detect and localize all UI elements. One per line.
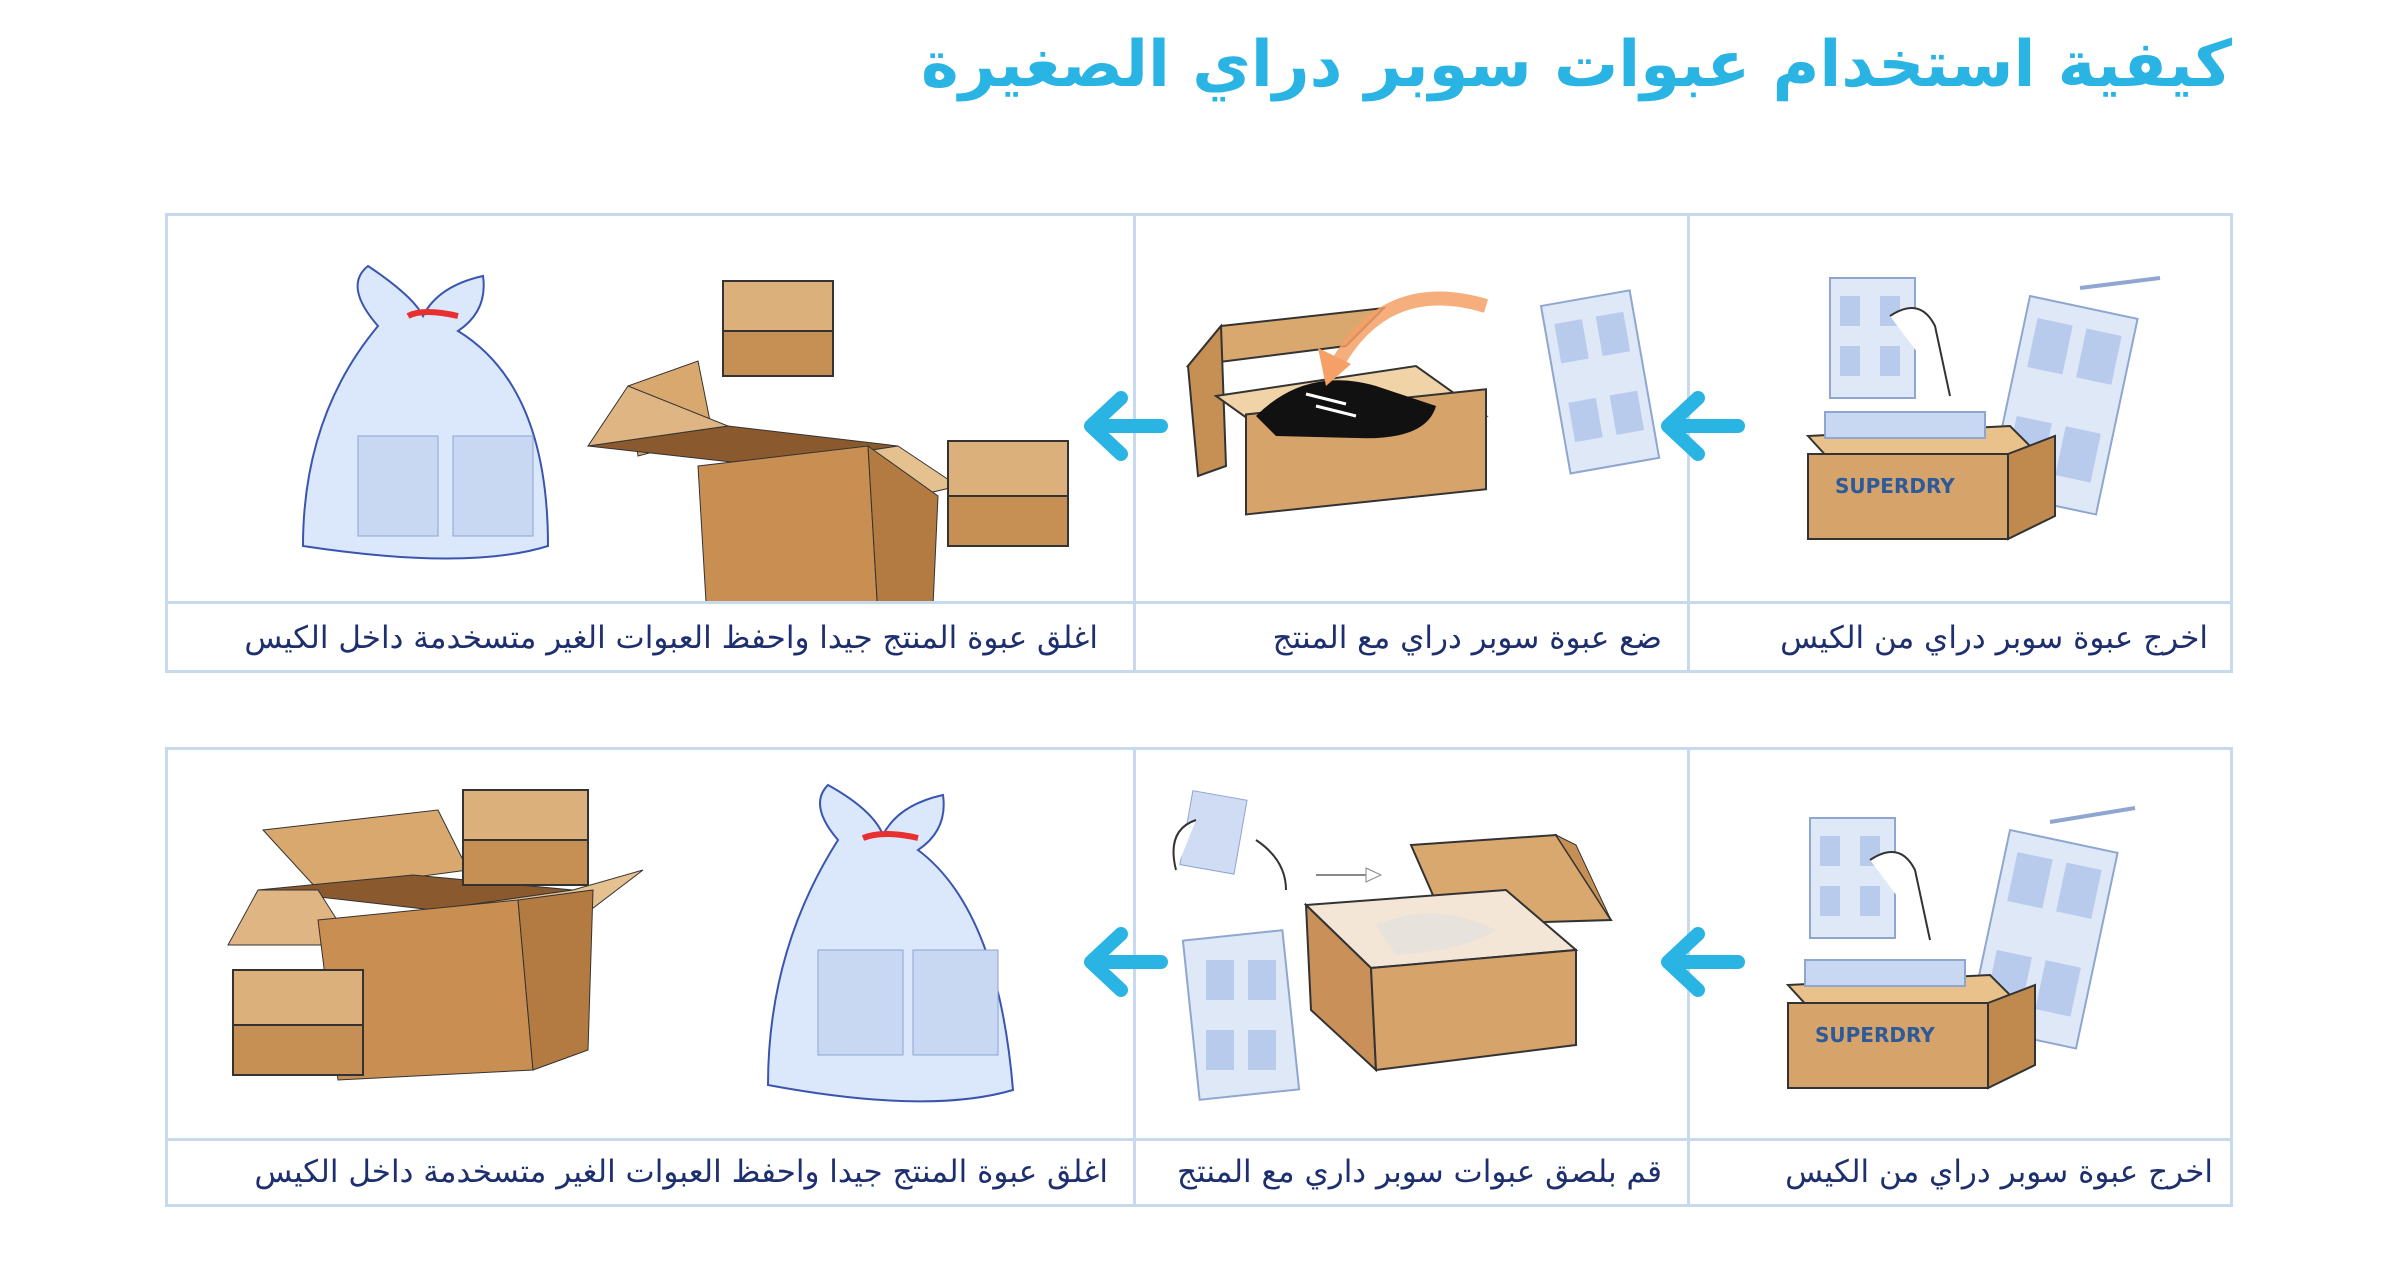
- step-3-caption: اغلق عبوة المنتج جيدا واحفظ العبوات الغي…: [244, 620, 1098, 656]
- step-2-cell: ضع عبوة سوبر دراي مع المنتج: [1136, 216, 1687, 670]
- step-2-caption: ضع عبوة سوبر دراي مع المنتج: [1272, 620, 1662, 656]
- take-out-pack-illustration: SUPERDRY: [1805, 276, 2161, 541]
- step-1-caption: اخرج عبوة سوبر دراي من الكيس: [1780, 620, 2208, 656]
- superdry-label: SUPERDRY: [1815, 1023, 1935, 1047]
- step-1-cell: SUPERDRY اخرج عبوة سوبر دراي من الكيس: [1690, 750, 2233, 1204]
- caption-divider: [168, 601, 2230, 604]
- caption-divider: [168, 1138, 2230, 1141]
- step-2-cell: قم بلصق عبوات سوبر داري مع المنتج: [1136, 750, 1687, 1204]
- step-1-cell: SUPERDRY اخرج عبوة سوبر دراي من الكيس: [1690, 216, 2233, 670]
- step-2-caption: قم بلصق عبوات سوبر داري مع المنتج: [1176, 1154, 1662, 1190]
- arrow-left-icon: [1084, 927, 1168, 997]
- step-3-caption: اغلق عبوة المنتج جيدا واحفظ العبوات الغي…: [254, 1154, 1108, 1190]
- close-box-and-bag-illustration: [301, 264, 1069, 601]
- arrow-left-icon: [1661, 927, 1745, 997]
- page-title: كيفية استخدام عبوات سوبر دراي الصغيرة: [921, 28, 2232, 102]
- step-3-cell: اغلق عبوة المنتج جيدا واحفظ العبوات الغي…: [168, 216, 1133, 670]
- close-box-and-bag-illustration: [227, 783, 1015, 1103]
- arrow-left-icon: [1084, 391, 1168, 461]
- step-3-cell: اغلق عبوة المنتج جيدا واحفظ العبوات الغي…: [168, 750, 1133, 1204]
- superdry-label: SUPERDRY: [1835, 474, 1955, 498]
- arrow-left-icon: [1661, 391, 1745, 461]
- column-divider: [1133, 216, 1136, 670]
- place-pack-with-product-illustration: [1185, 289, 1661, 516]
- column-divider: [1133, 750, 1136, 1204]
- instruction-row-2: SUPERDRY اخرج عبوة سوبر دراي من الكيس قم…: [165, 747, 2233, 1207]
- instruction-row-1: SUPERDRY اخرج عبوة سوبر دراي من الكيس: [165, 213, 2233, 673]
- attach-packs-to-product-illustration: [1172, 790, 1613, 1101]
- step-1-caption: اخرج عبوة سوبر دراي من الكيس: [1785, 1154, 2213, 1190]
- take-out-pack-illustration: SUPERDRY: [1785, 806, 2136, 1090]
